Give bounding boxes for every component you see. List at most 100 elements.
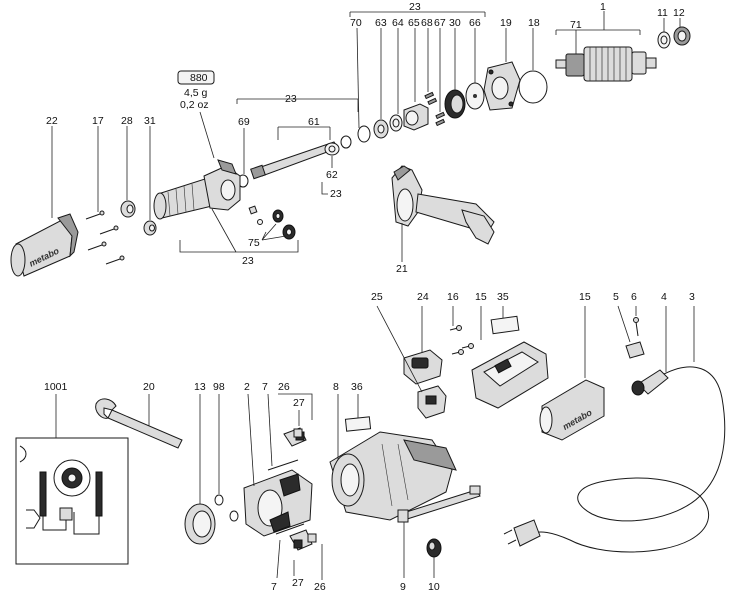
gear-part-30 [444,89,466,119]
o-ring-part-70 [357,125,371,143]
callout-65: 65 [408,17,420,29]
switch-part-24 [403,349,443,385]
callout-30: 30 [449,17,461,29]
callout-19: 19 [500,17,512,29]
ring-part-98 [214,494,224,506]
label-part-35 [490,315,520,335]
bearing-plate-part-19 [483,61,521,111]
callout-16: 16 [447,291,459,303]
callout-27-lower: 27 [292,577,304,589]
carbon-brush-part-27-upper [293,428,303,438]
callout-7-lower: 7 [271,581,277,593]
callout-6: 6 [631,291,637,303]
callout-5: 5 [613,291,619,303]
callout-10: 10 [428,581,440,593]
callout-26-upper: 26 [278,381,290,393]
bearing-part-11 [657,31,671,49]
ring-part-64 [389,114,403,132]
callout-23-bottom: 23 [242,255,254,267]
switch-part-25 [417,385,447,419]
wrench-part-20 [95,398,183,449]
nose-cap-part-22: metabo [10,213,79,277]
pin-part-67 [435,111,446,127]
callout-24: 24 [417,291,429,303]
callout-71: 71 [570,19,582,31]
callout-23-top: 23 [409,1,421,13]
callout-63: 63 [375,17,387,29]
bearing-parts-75 [248,205,296,240]
callout-25: 25 [371,291,383,303]
grease-weight-oz: 0,2 oz [180,99,209,111]
slide-knob-part-10 [426,538,442,558]
callout-15-outer: 15 [579,291,591,303]
spring-part-7-upper [267,459,299,471]
screws-part-17 [85,210,125,265]
motor-housing-part-8 [329,431,457,521]
callout-28: 28 [121,115,133,127]
grease-part-number: 880 [190,72,208,84]
screw-part-6 [633,317,639,337]
callout-27-upper: 27 [293,397,305,409]
callout-69: 69 [238,116,250,128]
nut-part-31 [143,220,157,236]
clip-part-5 [625,341,645,359]
spring-part-7-lower [275,523,305,535]
callout-17: 17 [92,115,104,127]
wiring-inset-1001 [15,437,129,565]
callout-20: 20 [143,381,155,393]
callout-22: 22 [46,115,58,127]
grease-tube-icon [177,70,215,85]
spindle-housing-part [153,159,241,220]
callout-9: 9 [400,581,406,593]
callout-66: 66 [469,17,481,29]
callout-3: 3 [689,291,695,303]
cable-sleeve-part-4 [631,369,669,396]
callout-18: 18 [528,17,540,29]
side-handle-part-21 [391,165,495,245]
callout-4: 4 [661,291,667,303]
spindle-part-61 [250,141,339,180]
grease-weight-g: 4,5 g [184,87,208,99]
o-ring-part-18 [518,70,548,104]
callout-35: 35 [497,291,509,303]
slide-rod-part-9 [397,485,481,523]
callout-36: 36 [351,381,363,393]
carbon-brush-part-27-lower [307,533,317,543]
callout-61: 61 [308,116,320,128]
callout-7-upper: 7 [262,381,268,393]
stator-part-2 [243,469,313,537]
callout-1001: 1001 [44,381,68,393]
power-cable-part-3 [503,366,726,553]
cover-part-15-outer: metabo [539,379,605,441]
flange-ring-part-13 [184,503,216,545]
callout-11: 11 [657,7,668,19]
pin-part-68 [424,91,438,106]
armature-part [555,46,657,82]
callout-2: 2 [244,381,250,393]
callout-8: 8 [333,381,339,393]
callout-21: 21 [396,263,408,275]
callout-23-mid: 23 [285,93,297,105]
callout-23-small: 23 [330,188,342,200]
brush-holder-part-26-lower [289,529,313,551]
cover-part-15-inner [471,341,549,409]
callout-15-inner: 15 [475,291,487,303]
callout-67: 67 [434,17,446,29]
bearing-part-12 [673,26,691,46]
clutch-part-65 [403,103,429,131]
washer-part-62 [324,142,340,156]
nut-part-28 [120,200,136,218]
screws-part-16 [449,325,474,355]
label-part-36 [344,416,372,432]
callout-31: 31 [144,115,156,127]
callout-68: 68 [421,17,433,29]
callout-13: 13 [194,381,206,393]
callout-1: 1 [600,1,606,13]
callout-26-lower: 26 [314,581,326,593]
callout-62: 62 [326,169,338,181]
callout-64: 64 [392,17,404,29]
callout-75: 75 [248,237,260,249]
callout-70: 70 [350,17,362,29]
callout-12: 12 [673,7,685,19]
